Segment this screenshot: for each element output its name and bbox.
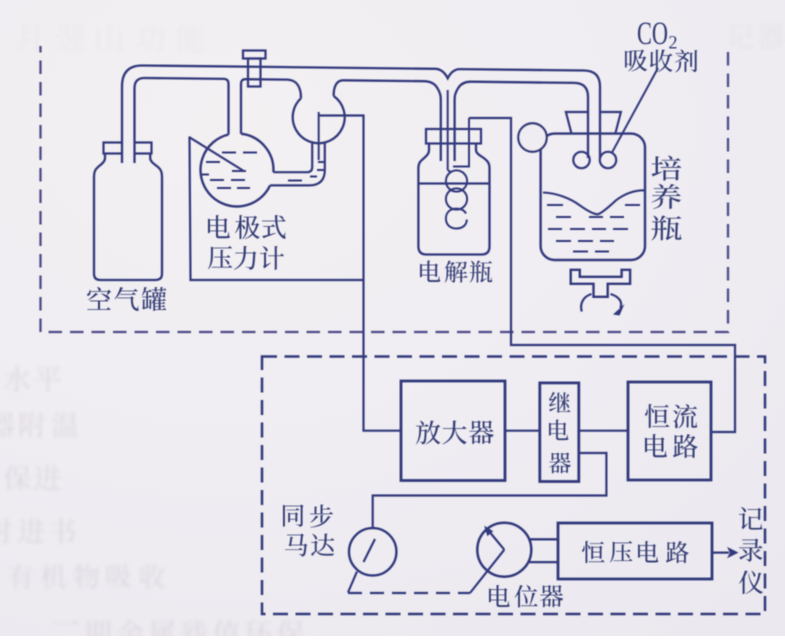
svg-text:2: 2: [669, 33, 678, 54]
svg-text:CO: CO: [637, 16, 668, 52]
